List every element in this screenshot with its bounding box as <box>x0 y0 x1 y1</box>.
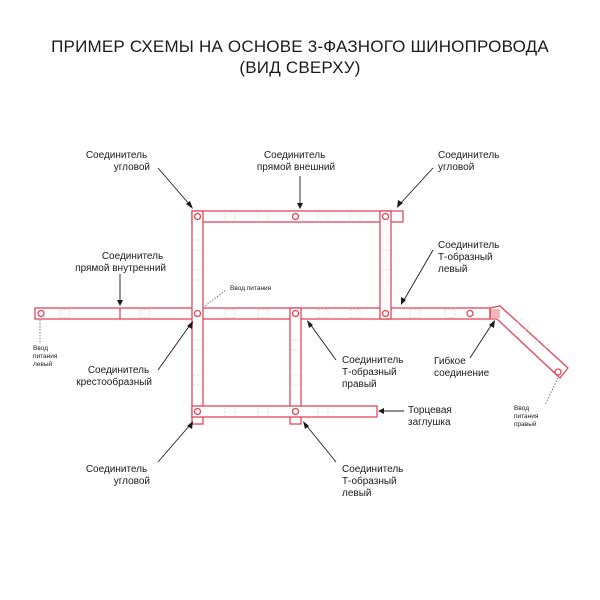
label-t-right-mid: Соединитель Т-образный правый <box>342 355 406 390</box>
marker-right-segment <box>466 309 474 318</box>
middle-vertical-track <box>289 307 302 425</box>
marker-top-left <box>193 212 202 221</box>
marker-left-end <box>37 309 45 318</box>
marker-t-left <box>381 309 390 318</box>
label-cross: Соединитель крестообразный <box>76 365 152 388</box>
label-corner-bottom: Соединитель угловой <box>86 464 150 487</box>
label-corner-top-right: Соединитель угловой <box>438 150 502 173</box>
junction-markers <box>37 212 562 416</box>
right-vertical-track <box>379 210 392 320</box>
flexible-diagonal-track <box>489 305 569 379</box>
bottom-horizontal-track <box>191 405 378 418</box>
marker-bottom-t <box>291 407 300 416</box>
label-power-input-right: Ввод питания правый <box>514 405 540 428</box>
marker-top-middle <box>291 212 300 221</box>
marker-t-right <box>291 309 300 318</box>
label-straight-inner: Соединитель прямой внутренний <box>75 251 166 274</box>
leader-lines <box>39 167 559 463</box>
label-flexible: Гибкое соединение <box>434 355 490 379</box>
label-straight-outer: Соединитель прямой внешний <box>257 150 335 173</box>
label-end-cap: Торцевая заглушка <box>408 405 455 428</box>
marker-cross <box>193 309 202 318</box>
title-line-1: ПРИМЕР СХЕМЫ НА ОСНОВЕ 3-ФАЗНОГО ШИНОПРО… <box>51 37 549 56</box>
title-line-2: (ВИД СВЕРХУ) <box>239 58 360 77</box>
label-power-input-center: Ввод питания <box>230 285 272 292</box>
label-t-left-bottom: Соединитель Т-образный левый <box>342 464 406 499</box>
label-t-left-top: Соединитель Т-образный левый <box>438 240 502 275</box>
label-power-input-left: Ввод питания левый <box>33 345 59 368</box>
marker-bottom-left <box>193 407 202 416</box>
label-corner-top-left: Соединитель угловой <box>86 150 150 173</box>
labels: Соединитель угловой Соединитель прямой в… <box>33 150 540 499</box>
marker-top-right <box>381 212 390 221</box>
marker-flex-end <box>554 368 562 376</box>
